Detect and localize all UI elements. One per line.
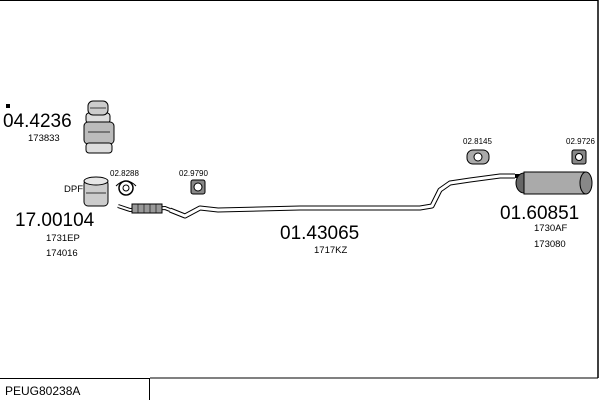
kit-reference: PEUG80238A	[5, 384, 81, 398]
dpf-label: DPF	[64, 184, 83, 195]
rubber-mount-icon	[190, 179, 206, 195]
mid-pipe-part-number: 01.43065	[280, 223, 360, 244]
mount-part-number: 02.9790	[179, 169, 208, 178]
mid-pipe-reference: 1717KZ	[314, 245, 348, 256]
rear-silencer-part-number: 01.60851	[500, 203, 580, 224]
gasket-icon	[115, 180, 137, 196]
dpf-reference-1: 1731EP	[46, 233, 80, 244]
middle-pipe-icon	[169, 173, 515, 219]
dpf-filter-icon	[83, 176, 109, 207]
clamp-icon	[466, 149, 490, 165]
rear-reference-1: 1730AF	[534, 223, 568, 234]
cat-reference: 173833	[28, 133, 60, 144]
gasket-part-number: 02.8288	[110, 169, 139, 178]
hanger-icon	[571, 149, 587, 165]
rear-reference-2: 173080	[534, 239, 566, 250]
marker-square	[6, 104, 10, 108]
cat-part-number: 04.4236	[3, 111, 72, 132]
catalytic-converter-icon	[83, 100, 115, 154]
clamp-part-number: 02.8145	[463, 137, 492, 146]
dpf-part-number: 17.00104	[15, 210, 95, 231]
flex-pipe-icon	[117, 203, 176, 214]
rear-silencer-icon	[515, 171, 593, 195]
dpf-reference-2: 174016	[46, 248, 78, 259]
hanger-part-number: 02.9726	[566, 137, 595, 146]
reference-box: PEUG80238A	[0, 378, 150, 400]
